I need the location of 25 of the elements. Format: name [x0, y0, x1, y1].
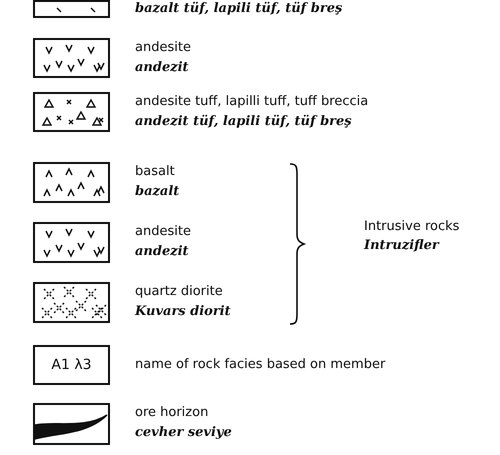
english-rock-name: andesite: [135, 40, 191, 55]
facies-code: A1 λ3: [51, 357, 92, 373]
turkish-group-label: Intruzifler: [364, 238, 439, 253]
turkish-rock-name: bazalt: [135, 184, 180, 199]
ore-horizon-swatch: [33, 403, 110, 445]
andesite-pattern-swatch: [33, 222, 110, 263]
turkish-rock-name: andezit tüf, lapili tüf, tüf breş: [135, 114, 352, 129]
basalt-pattern-swatch: [33, 162, 110, 203]
turkish-rock-name: Kuvars diorit: [135, 304, 231, 319]
english-rock-name: andesite: [135, 224, 191, 239]
turkish-rock-name: andezit: [135, 244, 189, 259]
english-rock-name: ore horizon: [135, 405, 208, 420]
english-rock-name: name of rock facies based on member: [135, 357, 386, 372]
group-label: Intrusive rocks: [364, 219, 460, 234]
english-rock-name: quartz diorite: [135, 284, 223, 299]
turkish-rock-name: andezit: [135, 60, 189, 75]
quartz-diorite-pattern-swatch: [33, 282, 110, 323]
english-rock-name: basalt: [135, 164, 175, 179]
facies-code-box: [33, 345, 110, 385]
tuff-pattern-swatch: [33, 92, 110, 132]
turkish-rock-name: cevher seviye: [135, 425, 232, 440]
andesite-pattern-swatch: [33, 38, 110, 78]
turkish-rock-name: bazalt tüf, lapili tüf, tüf breş: [135, 1, 342, 16]
basalt-tuff-pattern-swatch: [33, 0, 110, 18]
english-rock-name: andesite tuff, lapilli tuff, tuff breccia: [135, 94, 368, 109]
